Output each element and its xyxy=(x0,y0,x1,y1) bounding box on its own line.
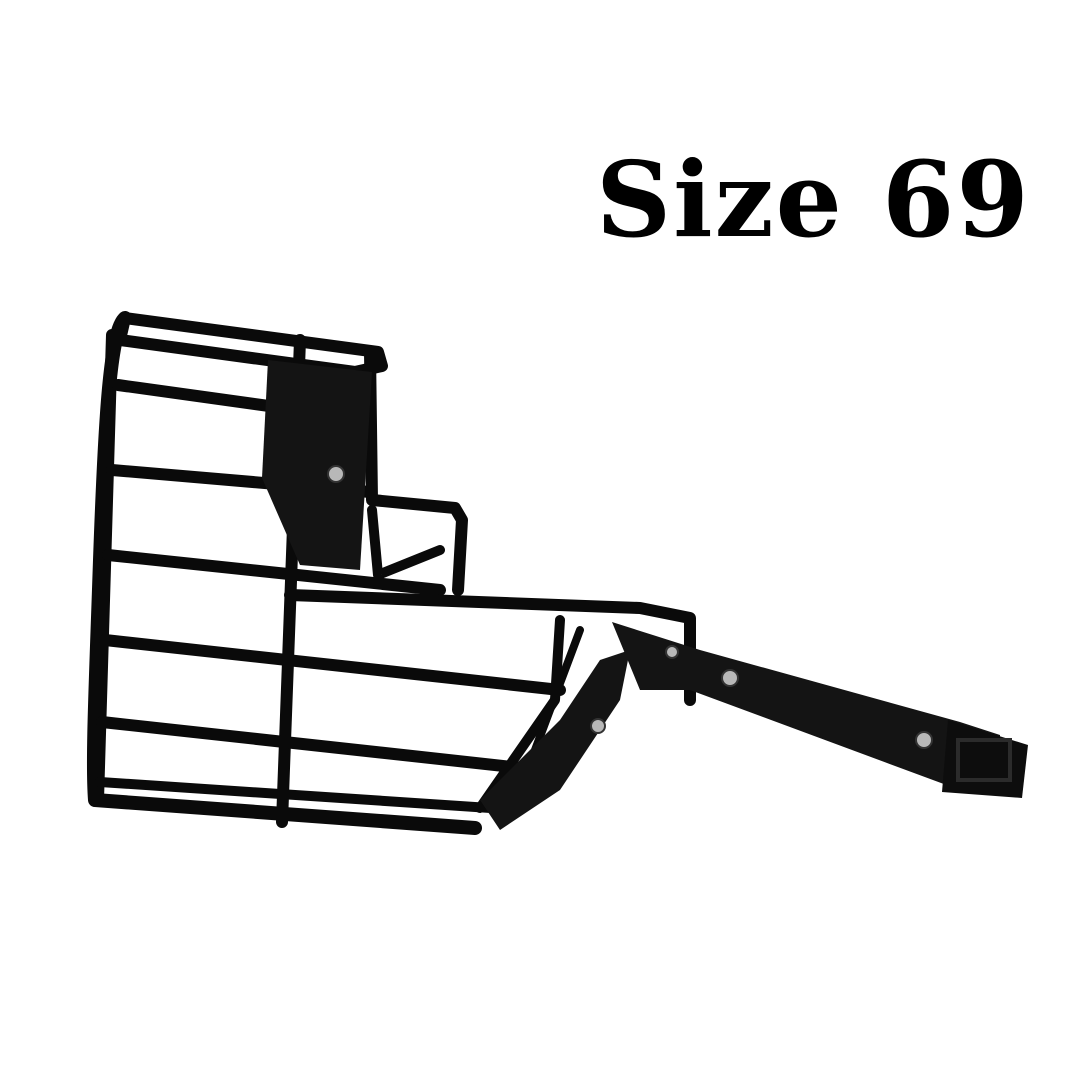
size-label: Size 69 xyxy=(596,138,1031,261)
